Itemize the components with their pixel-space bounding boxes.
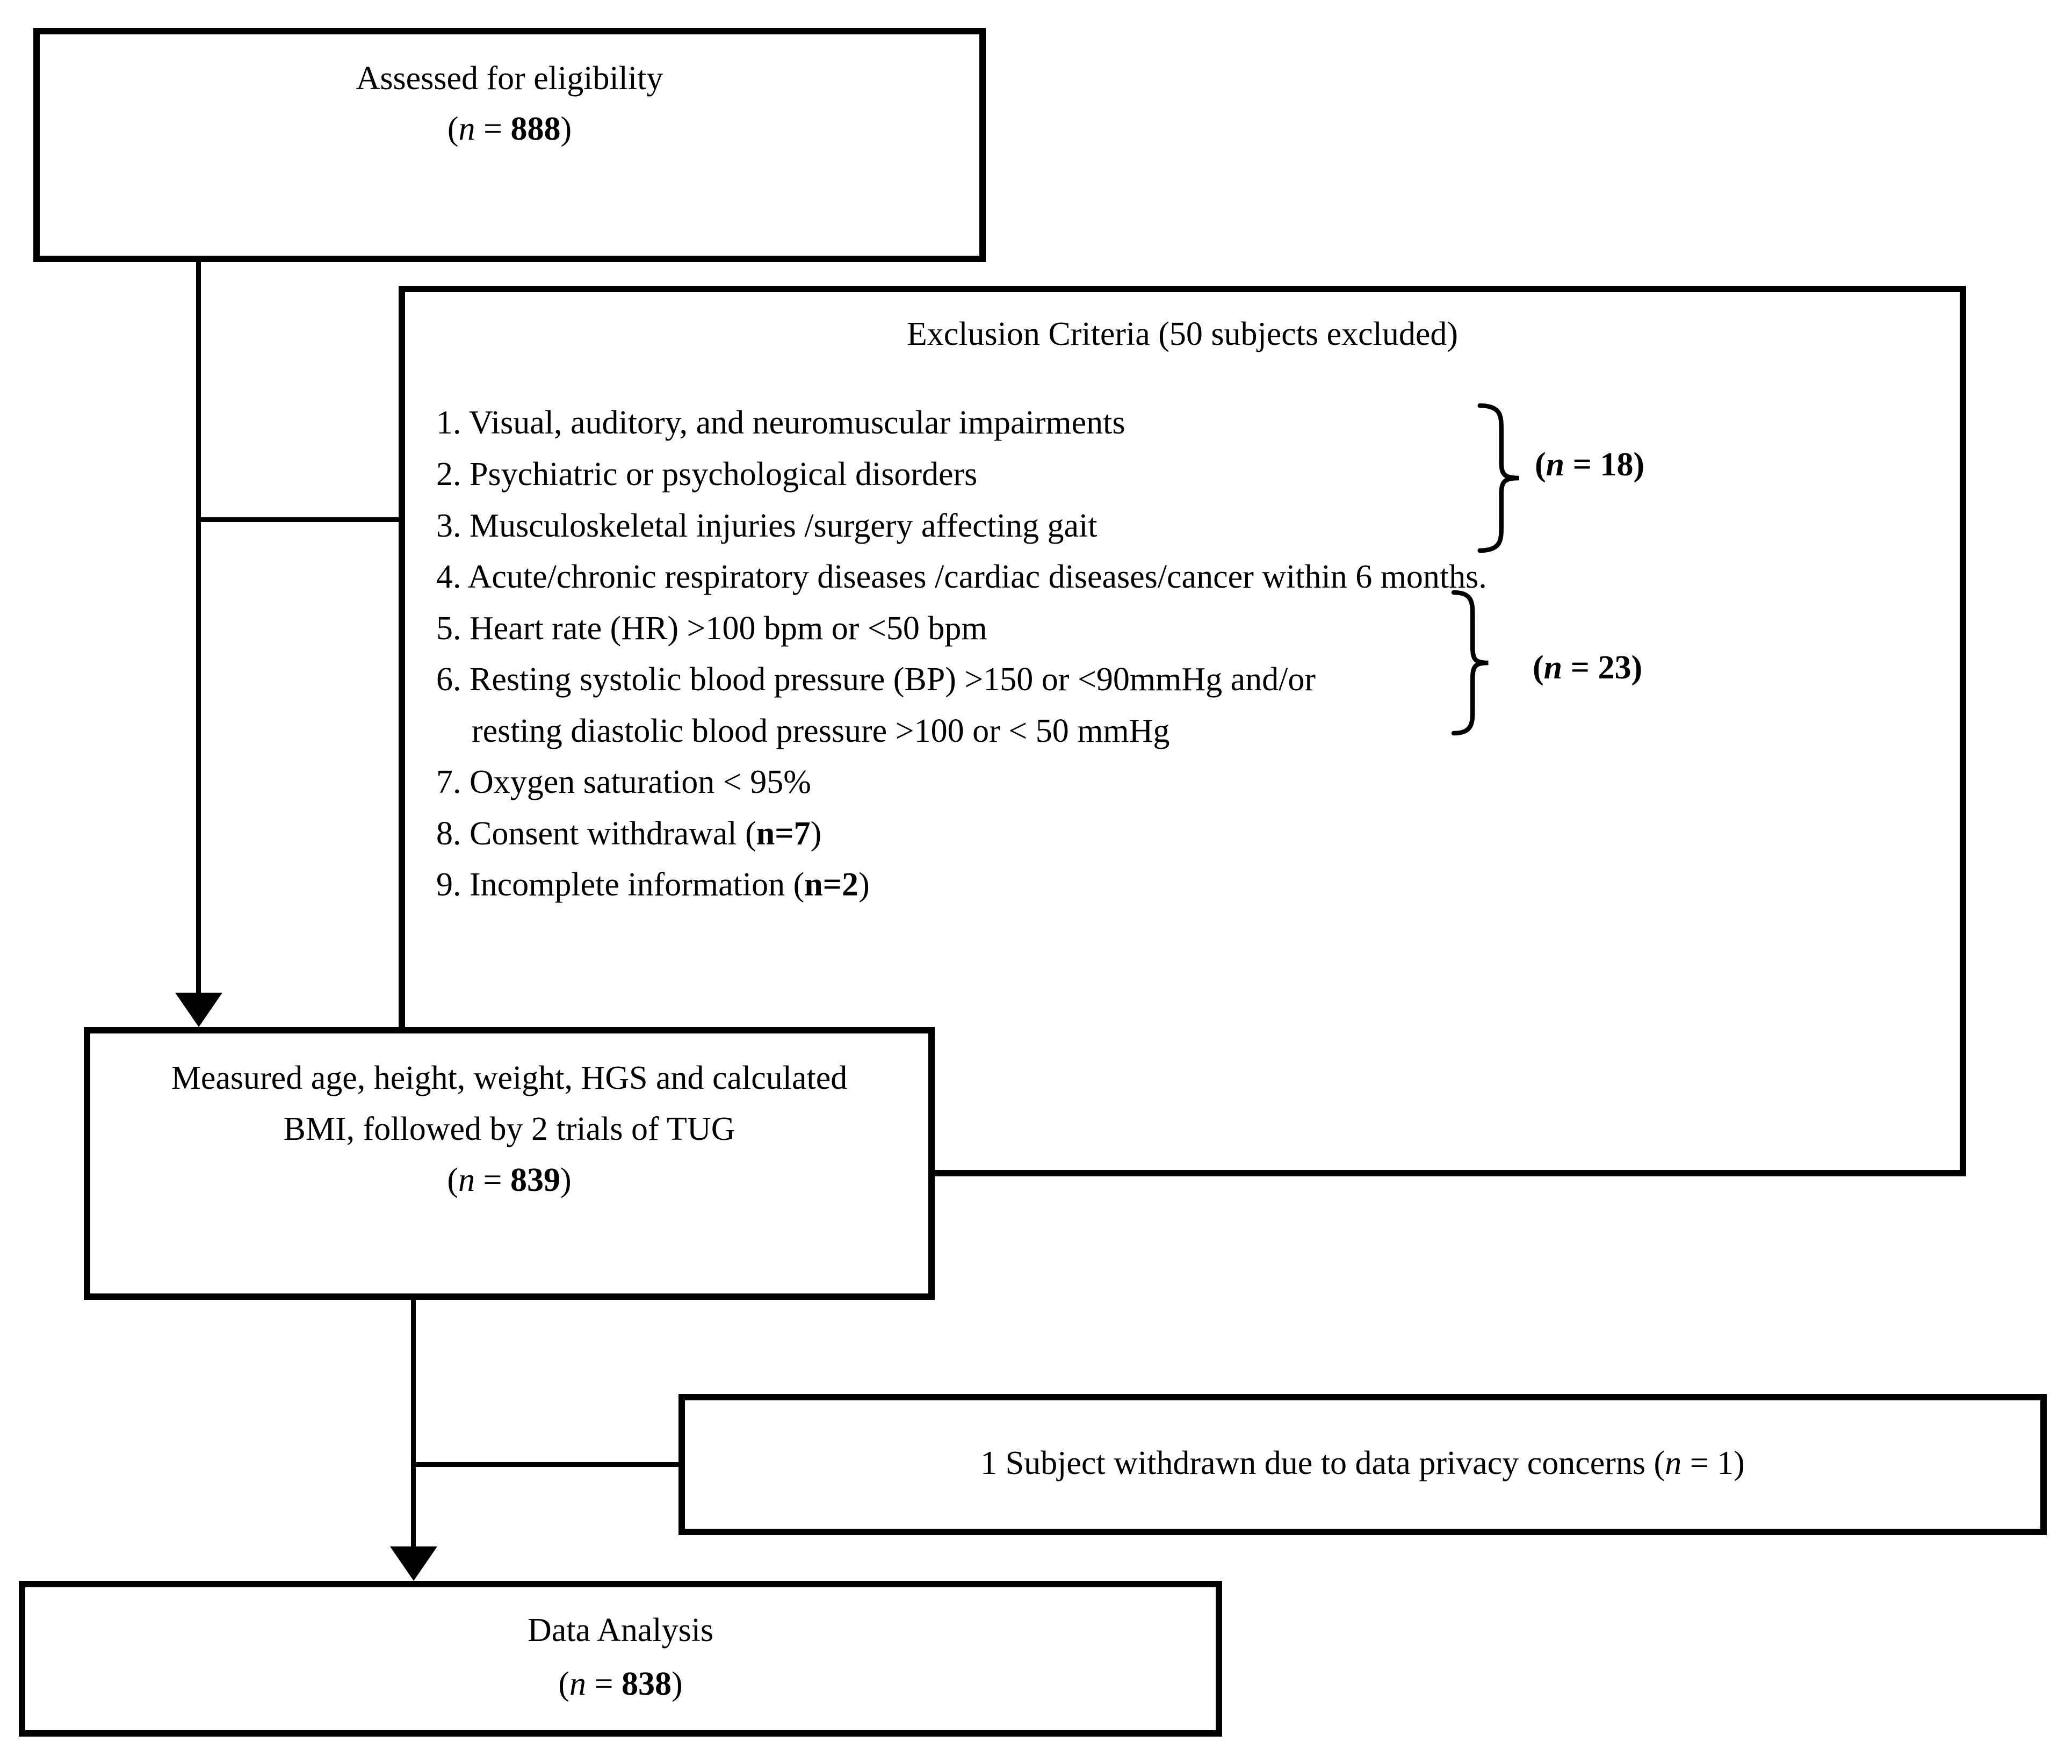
group-count-18: (n = 18) [1535,446,1645,483]
exclusion-item-4: 4. Acute/chronic respiratory diseases /c… [436,559,1487,595]
measured-box: Measured age, height, weight, HGS and ca… [84,1027,935,1300]
connector-measured-to-analysis [411,1300,416,1548]
assessed-count: (n = 888) [40,112,979,146]
count-value: 1 [1717,1445,1734,1481]
n-symbol: n [569,1666,587,1702]
exclusion-item-7: 7. Oxygen saturation < 95% [436,764,811,800]
equals: = [475,111,511,147]
data-analysis-box: Data Analysis (n = 838) [19,1581,1222,1737]
brace-items-5-6 [1450,590,1491,736]
measured-line2: BMI, followed by 2 trials of TUG [283,1111,735,1147]
branch-to-exclusion [197,517,399,522]
exclusion-item-1: 1. Visual, auditory, and neuromuscular i… [436,404,1125,441]
arrowhead-down-icon [175,993,222,1027]
connector-assessed-to-measured [196,262,201,994]
withdrawn-box: 1 Subject withdrawn due to data privacy … [678,1394,2047,1535]
exclusion-item-3: 3. Musculoskeletal injuries /surgery aff… [436,508,1098,544]
n-symbol: n [458,111,475,147]
n-symbol: n [458,1162,475,1198]
measured-line1: Measured age, height, weight, HGS and ca… [171,1060,848,1096]
branch-to-withdrawn [411,1462,678,1467]
assessed-box: Assessed for eligibility (n = 888) [33,28,986,262]
exclusion-item-5: 5. Heart rate (HR) >100 bpm or <50 bpm [436,610,987,647]
exclusion-item-9: 9. Incomplete information (n=2) [436,866,870,903]
exclusion-title: Exclusion Criteria (50 subjects excluded… [906,316,1459,352]
exclusion-item-8: 8. Consent withdrawal (n=7) [436,815,822,852]
assessed-title: Assessed for eligibility [356,60,663,97]
count-value: 888 [510,111,561,147]
count-value: 838 [621,1666,672,1702]
withdrawn-text: 1 Subject withdrawn due to data privacy … [980,1445,1745,1481]
count-value: 23 [1598,649,1631,686]
exclusion-item-2: 2. Psychiatric or psychological disorder… [436,456,978,493]
paren: ) [560,111,572,147]
n-symbol: n [1543,649,1563,686]
measured-count: (n = 839) [447,1162,572,1198]
n-symbol: n [1546,446,1565,483]
count-value: 18 [1600,446,1634,483]
exclusion-item-6: 6. Resting systolic blood pressure (BP) … [436,661,1316,698]
paren: ( [447,111,459,147]
group-count-23: (n = 23) [1533,649,1643,686]
exclusion-item-6-cont: resting diastolic blood pressure >100 or… [472,713,1170,749]
data-analysis-count: (n = 838) [558,1666,683,1702]
count-value: 839 [510,1162,560,1198]
n-symbol: n [1665,1445,1682,1481]
arrowhead-down-icon [390,1546,437,1581]
brace-items-1-3 [1476,403,1522,553]
data-analysis-title: Data Analysis [527,1612,714,1649]
